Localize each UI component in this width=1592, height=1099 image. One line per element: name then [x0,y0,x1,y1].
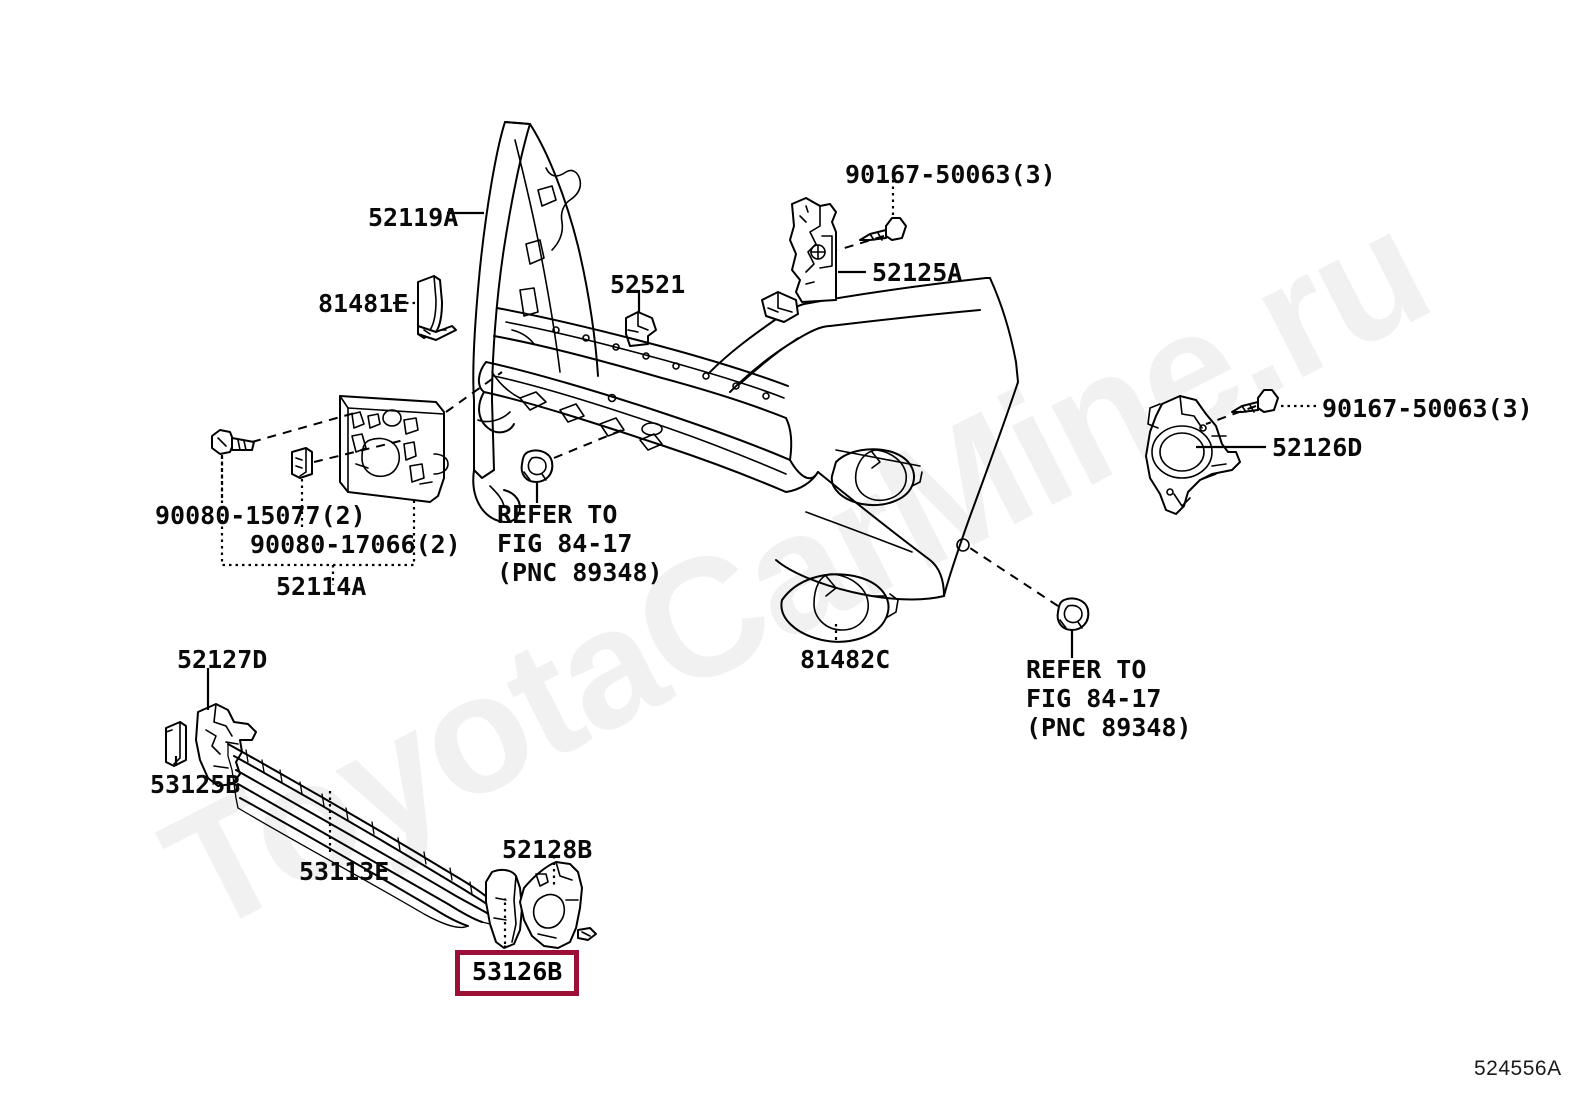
bolt-90080-15077 [211,429,255,455]
label-52521[interactable]: 52521 [610,270,686,299]
label-90080-15077[interactable]: 90080-15077(2) [155,501,366,530]
screw-90167-50063-right [1231,389,1279,413]
part-52128B-shape [519,861,597,949]
label-53125B[interactable]: 53125B [150,770,241,799]
label-90080-17066[interactable]: 90080-17066(2) [250,530,461,559]
label-52114A[interactable]: 52114A [276,572,367,601]
assembly-line-grommet-left [553,429,623,459]
label-81481E[interactable]: 81481E [318,289,409,318]
part-81481E-shape [417,275,457,341]
part-52126D-shape [1145,395,1241,515]
assembly-line-clip-plate [313,439,405,463]
label-81482C[interactable]: 81482C [800,645,891,674]
assembly-line-grommet-right [969,547,1059,607]
part-53113E-shape [227,743,497,929]
figure-id: 524556A [1474,1057,1562,1080]
label-90167-50063-top[interactable]: 90167-50063(3) [845,160,1056,189]
part-81482C-shape [780,573,899,643]
part-53126B-shape [485,868,523,949]
label-52119A[interactable]: 52119A [368,203,459,232]
fog-lamp-opening-upper [830,448,923,506]
label-52128B[interactable]: 52128B [502,835,593,864]
part-52119A-shape [472,121,599,523]
part-52125A-shape [789,197,837,303]
clip-90080-17066 [291,447,313,479]
label-refer-to-fig-84-17-right[interactable]: REFER TO FIG 84-17 (PNC 89348) [1026,655,1192,742]
label-53113E[interactable]: 53113E [299,857,390,886]
label-52125A[interactable]: 52125A [872,258,963,287]
label-52126D[interactable]: 52126D [1272,433,1363,462]
label-90167-50063-right[interactable]: 90167-50063(3) [1322,394,1533,423]
label-refer-to-fig-84-17-left[interactable]: REFER TO FIG 84-17 (PNC 89348) [497,500,663,587]
assembly-line-bolt-plate [251,411,359,443]
label-53126B-highlighted[interactable]: 53126B [455,950,580,996]
part-52114A-shape [339,395,449,503]
assembly-line-52125A [837,235,885,251]
assembly-line-plate-bumper [445,371,503,413]
screw-90167-50063-top [859,217,907,241]
assembly-line-52126D [1205,405,1257,425]
label-52127D[interactable]: 52127D [177,645,268,674]
